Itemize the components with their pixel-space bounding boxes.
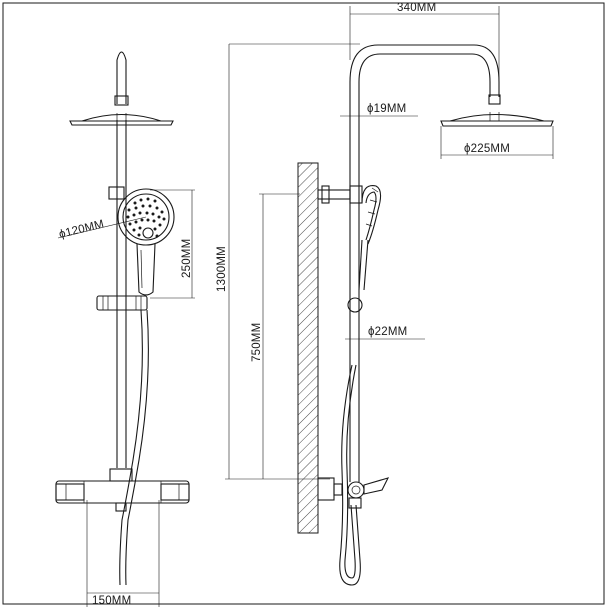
dimension-overall-width: 340MM <box>397 2 436 14</box>
front-view: 150MM 250MM ϕ120MM <box>55 51 195 607</box>
head-connector-side <box>488 94 501 105</box>
thermostatic-mixer <box>55 468 190 504</box>
wall <box>297 162 319 534</box>
dimension-head-diameter: ϕ225MM <box>464 143 510 155</box>
top-arm-pipe <box>116 51 127 104</box>
dimension-hand-shower-diameter: ϕ120MM <box>58 218 106 241</box>
dimension-pipe-diameter-top: ϕ19MM <box>367 103 406 115</box>
dimension-total-height: 1300MM <box>216 246 228 292</box>
hose-side <box>339 364 361 586</box>
dimension-hand-shower-height: 250MM <box>181 239 193 278</box>
wall-bracket-upper <box>317 185 363 204</box>
slider-knob <box>347 297 363 313</box>
mixer-side <box>317 468 390 509</box>
upper-bracket <box>108 186 125 200</box>
head-connector <box>114 95 129 106</box>
dimension-pipe-diameter-lower: ϕ22MM <box>368 326 407 338</box>
slider-bracket <box>96 295 148 311</box>
overhead-shower-head-side <box>440 112 554 127</box>
overhead-shower-head <box>69 113 174 126</box>
dimension-base-width: 150MM <box>92 595 131 607</box>
hand-shower-side <box>358 185 382 291</box>
hand-shower-head <box>117 188 175 246</box>
hose-front <box>119 309 143 586</box>
dimension-lower-height: 750MM <box>251 323 263 362</box>
side-view: 1300MM 340MM 750MM ϕ225MM <box>216 2 554 586</box>
hand-shower-handle <box>136 243 156 296</box>
